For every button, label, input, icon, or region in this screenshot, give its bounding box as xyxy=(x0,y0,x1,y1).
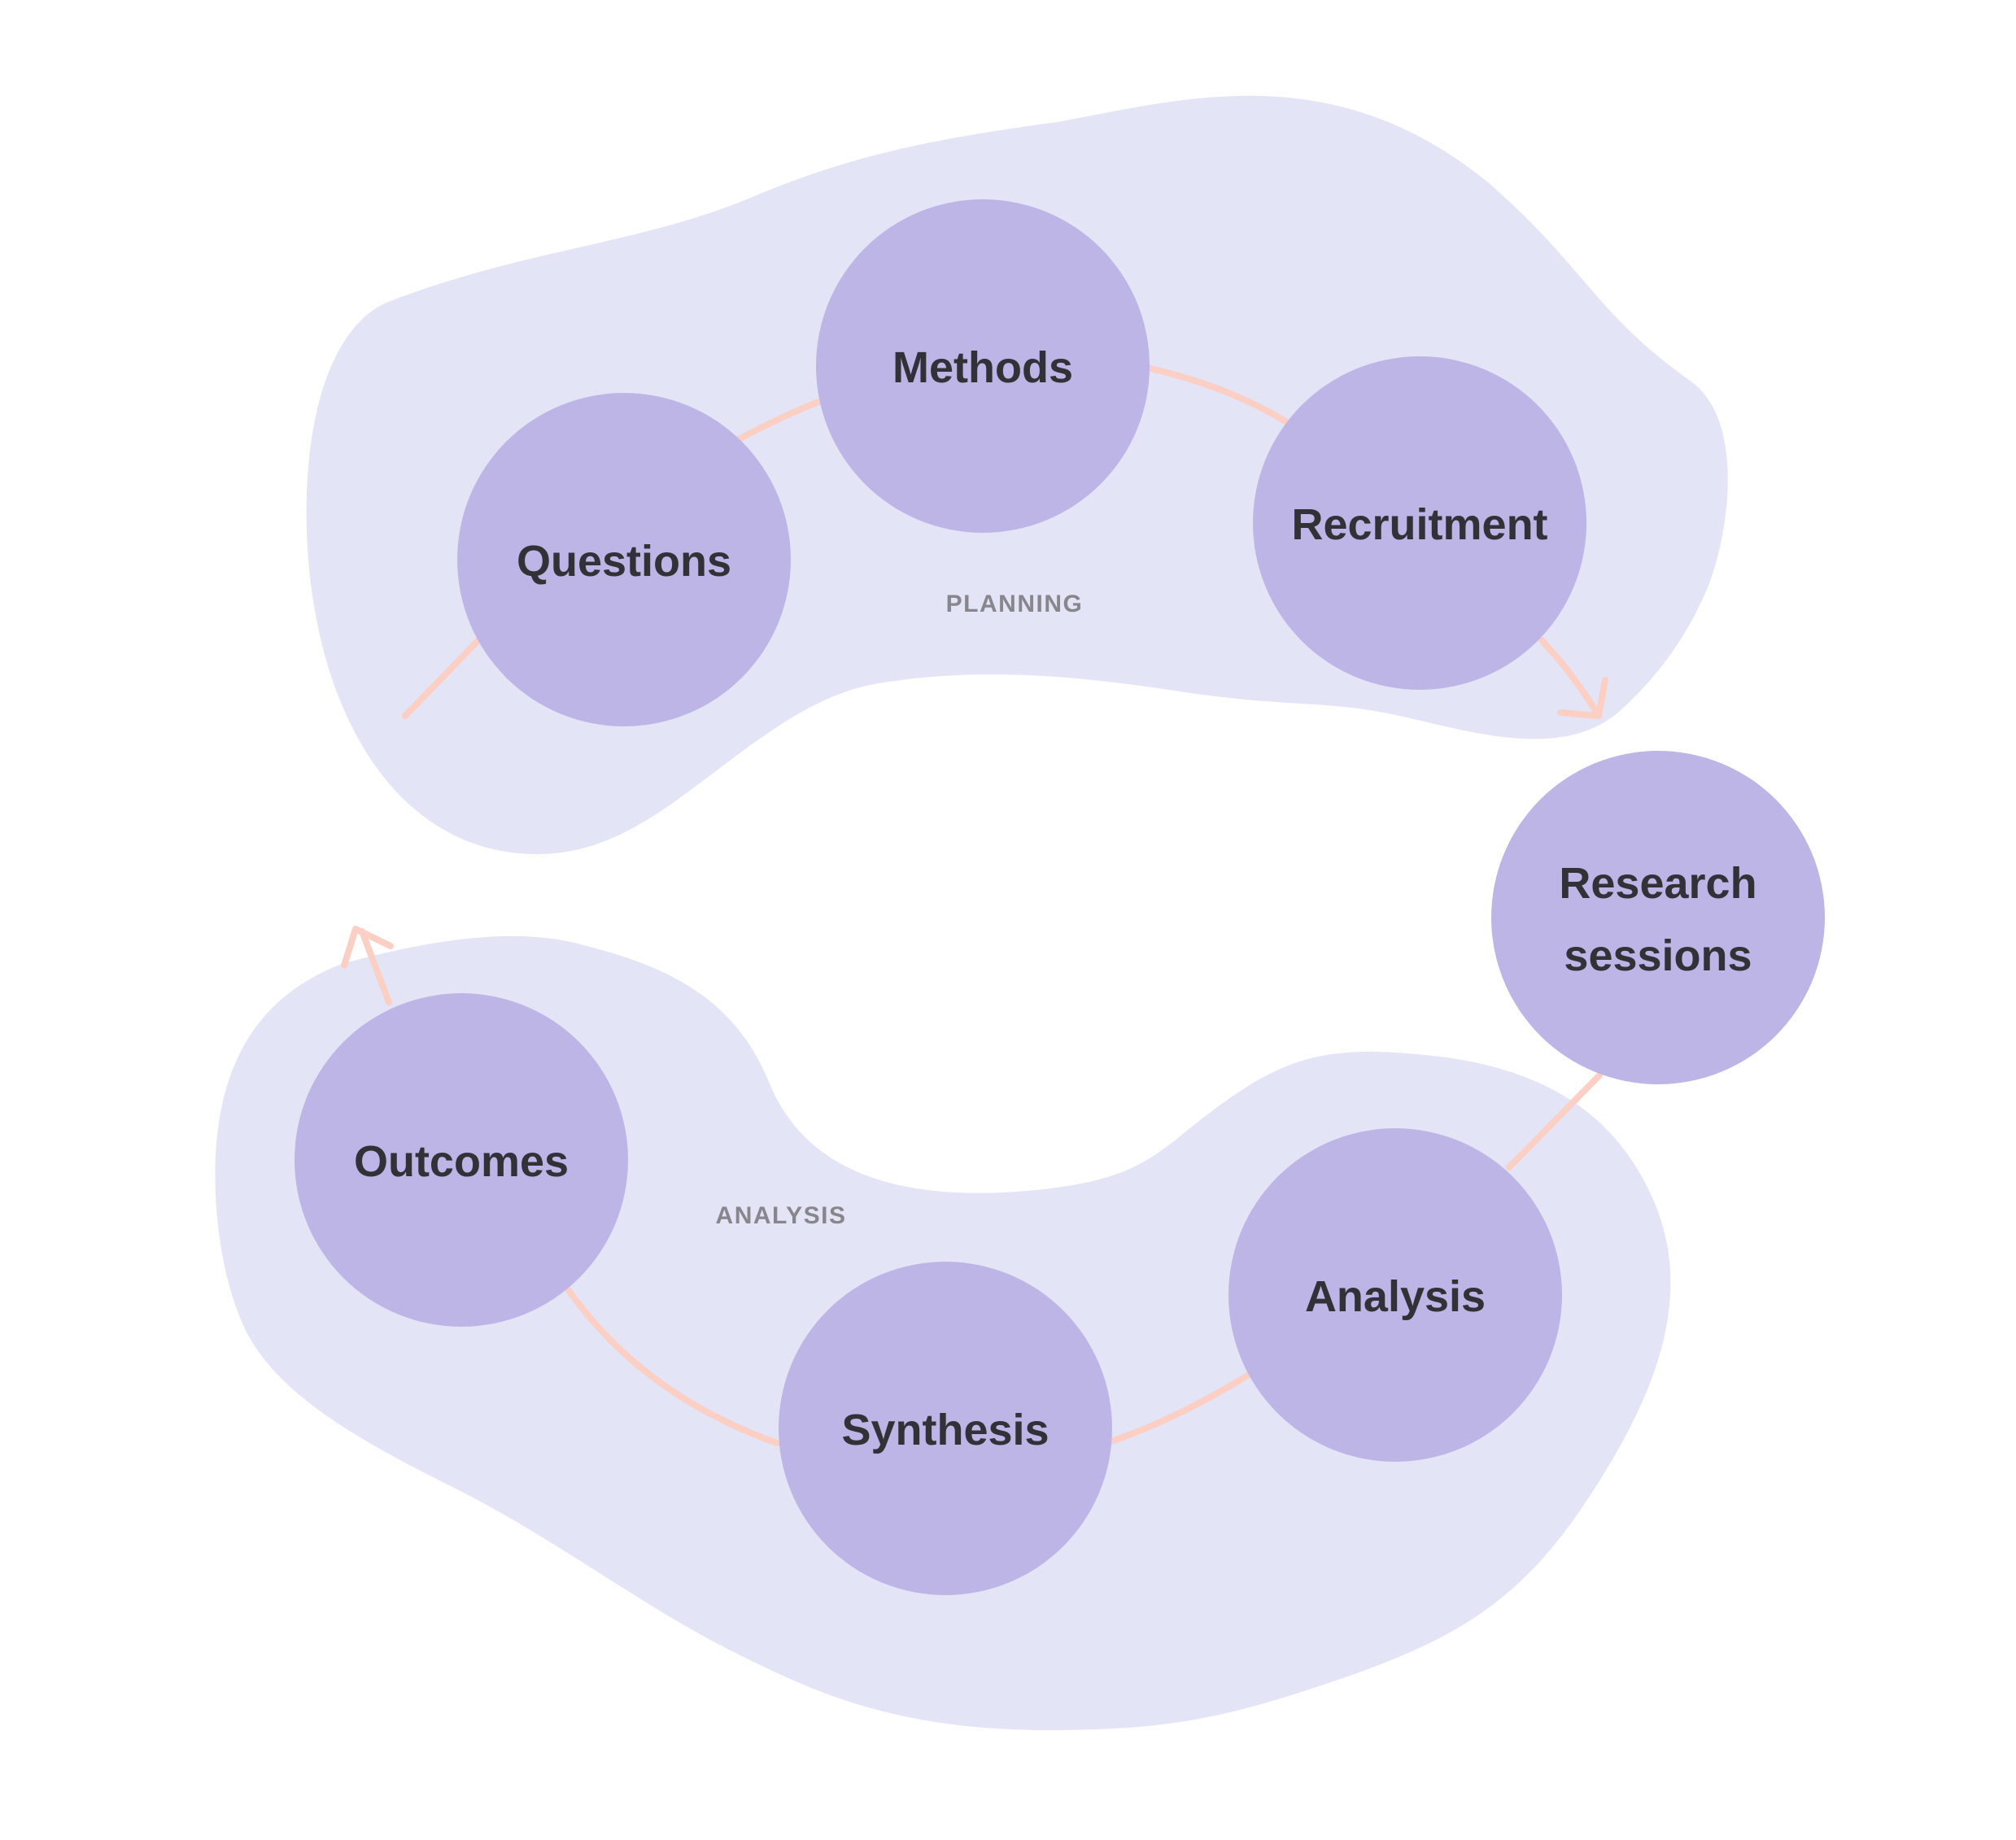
node-research-sessions-label-line2: sessions xyxy=(1564,931,1752,980)
node-research-sessions-circle xyxy=(1491,751,1825,1084)
connector-recruitment-to-research-sessions xyxy=(1538,637,1602,719)
node-methods: Methods xyxy=(816,199,1150,533)
node-analysis: Analysis xyxy=(1228,1128,1562,1462)
node-outcomes-label: Outcomes xyxy=(354,1137,569,1186)
connector-methods-to-recruitment xyxy=(1144,364,1289,425)
node-research-sessions-label-line1: Research xyxy=(1559,859,1756,908)
connector-analysis-to-synthesis xyxy=(1108,1371,1252,1445)
node-questions-circle xyxy=(457,393,791,726)
node-questions: Questions xyxy=(457,393,791,726)
analysis-group-label: ANALYSIS xyxy=(716,1202,847,1229)
node-recruitment-label: Recruitment xyxy=(1291,500,1547,549)
node-outcomes: Outcomes xyxy=(295,993,628,1327)
node-synthesis-label: Synthesis xyxy=(841,1406,1049,1454)
node-synthesis-circle xyxy=(779,1262,1112,1595)
node-synthesis: Synthesis xyxy=(779,1262,1112,1595)
connector-questions-to-methods xyxy=(735,399,822,443)
connector-outcomes-loop-arrowhead xyxy=(341,926,394,969)
node-methods-circle xyxy=(816,199,1150,533)
node-questions-label: Questions xyxy=(517,537,731,586)
node-analysis-label: Analysis xyxy=(1305,1272,1486,1321)
node-analysis-circle xyxy=(1228,1128,1562,1462)
connector-research-sessions-analysis-arrowhead xyxy=(1557,677,1608,719)
node-recruitment: Recruitment xyxy=(1253,356,1586,690)
connector-synthesis-to-outcomes xyxy=(565,1286,780,1446)
connector-start-to-questions xyxy=(402,635,483,719)
node-research-sessions: Research sessions xyxy=(1491,751,1825,1084)
planning-group-label: PLANNING xyxy=(946,591,1084,617)
connector-outcomes-to-loop xyxy=(359,928,392,1005)
connector-research-sessions-to-analysis xyxy=(1506,1072,1603,1171)
node-recruitment-circle xyxy=(1253,356,1586,690)
node-outcomes-circle xyxy=(295,993,628,1327)
node-methods-label: Methods xyxy=(892,343,1073,392)
